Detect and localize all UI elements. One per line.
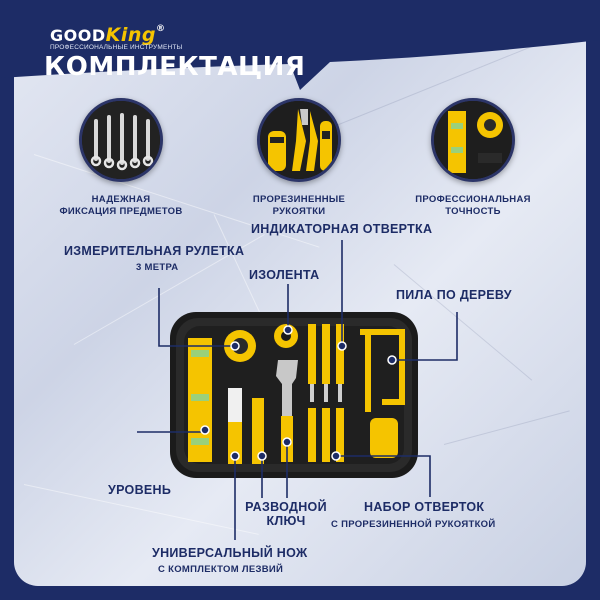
feature-rubber-handles: ПРОРЕЗИНЕННЫЕ РУКОЯТКИ: [214, 98, 384, 218]
pliers-icon: [257, 98, 341, 182]
feature-2-line2: РУКОЯТКИ: [272, 206, 326, 217]
feature-secure-fixation: НАДЕЖНАЯ ФИКСАЦИЯ ПРЕДМЕТОВ: [36, 98, 206, 218]
label-wood-saw: ПИЛА ПО ДЕРЕВУ: [396, 288, 512, 302]
feature-3-line1: ПРОФЕССИОНАЛЬНАЯ: [415, 194, 531, 205]
page-title: КОМПЛЕКТАЦИЯ: [44, 52, 306, 82]
label-tape-measure-sub: 3 МЕТРА: [136, 262, 179, 273]
label-utility-knife-sub: С КОМПЛЕКТОМ ЛЕЗВИЙ: [158, 564, 284, 575]
label-adjustable-wrench-line2: КЛЮЧ: [266, 514, 306, 528]
label-level: УРОВЕНЬ: [108, 483, 172, 497]
electrical-tape-tool: [274, 324, 298, 348]
label-screwdriver-set: НАБОР ОТВЕРТОК: [364, 500, 485, 514]
wrench-set-icon: [79, 98, 163, 182]
label-adjustable-wrench: РАЗВОДНОЙ КЛЮЧ: [240, 500, 332, 528]
feature-2-line1: ПРОРЕЗИНЕННЫЕ: [252, 194, 346, 205]
brand-tagline: ПРОФЕССИОНАЛЬНЫЕ ИНСТРУМЕНТЫ: [50, 44, 183, 51]
tape-measure-tool: [224, 330, 256, 362]
brand-logo: GOODKing®: [50, 24, 166, 46]
screwdriver-set-tool: [308, 324, 344, 462]
label-adjustable-wrench-line1: РАЗВОДНОЙ: [245, 500, 327, 514]
feature-1-line1: НАДЕЖНАЯ: [91, 194, 151, 205]
hacksaw-tool: [360, 329, 405, 412]
header-banner: GOODKing® ПРОФЕССИОНАЛЬНЫЕ ИНСТРУМЕНТЫ К…: [0, 0, 600, 92]
label-utility-knife: УНИВЕРСАЛЬНЫЙ НОЖ: [152, 546, 308, 560]
label-tape-measure: ИЗМЕРИТЕЛЬНАЯ РУЛЕТКА: [64, 244, 245, 258]
feature-1-line2: ФИКСАЦИЯ ПРЕДМЕТОВ: [59, 206, 183, 217]
label-indicator-screwdriver: ИНДИКАТОРНАЯ ОТВЕРТКА: [251, 222, 433, 236]
feature-precision: ПРОФЕССИОНАЛЬНАЯ ТОЧНОСТЬ: [388, 98, 558, 218]
tool-case-image: [170, 312, 418, 483]
feature-3-line2: ТОЧНОСТЬ: [445, 206, 501, 217]
label-screwdriver-set-sub: С ПРОРЕЗИНЕННОЙ РУКОЯТКОЙ: [331, 519, 496, 530]
utility-knife-tool: [228, 388, 264, 464]
level-tool: [188, 338, 212, 462]
level-and-tape-icon: [431, 98, 515, 182]
label-electrical-tape: ИЗОЛЕНТА: [249, 268, 320, 282]
hacksaw-handle: [370, 418, 398, 458]
